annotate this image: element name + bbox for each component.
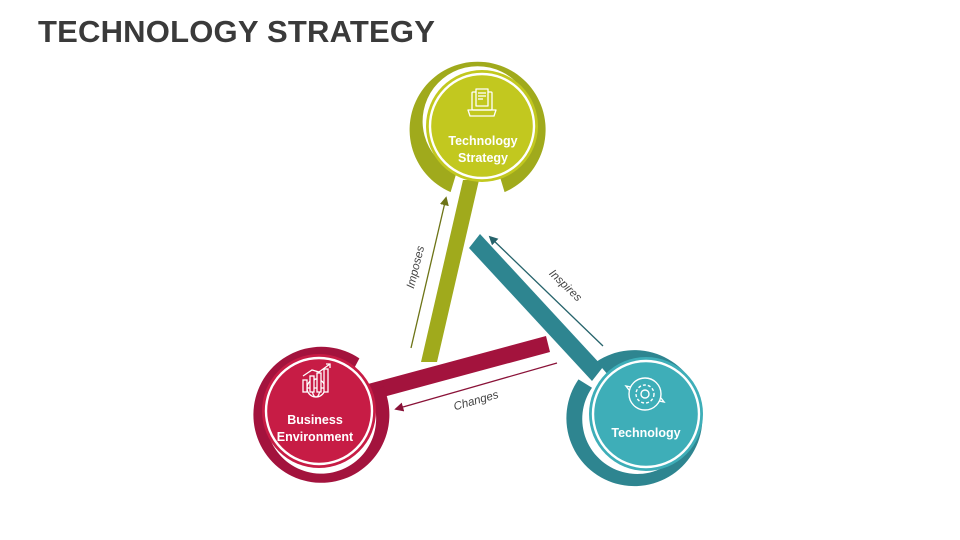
growth-chart-globe-icon bbox=[302, 363, 331, 398]
technology-strategy-circle bbox=[426, 70, 538, 182]
business-environment-circle bbox=[262, 354, 376, 468]
inspires-arrow bbox=[488, 235, 604, 347]
changes-arrow bbox=[394, 362, 558, 412]
node-technology: Technology bbox=[566, 350, 703, 487]
gear-cycle-icon bbox=[624, 377, 666, 411]
teal-connector-bar bbox=[469, 234, 603, 381]
node-technology-strategy: Technology Strategy bbox=[409, 61, 546, 193]
technology-strategy-label-line2: Strategy bbox=[458, 151, 508, 165]
olive-connector-bar bbox=[421, 180, 479, 362]
inspires-label: Inspires bbox=[546, 268, 583, 305]
imposes-label: Imposes bbox=[405, 244, 427, 289]
changes-label: Changes bbox=[452, 389, 500, 413]
node-business-environment: Business Environment bbox=[253, 346, 390, 483]
imposes-arrow bbox=[410, 196, 449, 349]
business-environment-label-line1: Business bbox=[287, 413, 343, 427]
technology-label: Technology bbox=[611, 426, 680, 440]
business-environment-label-line2: Environment bbox=[277, 430, 354, 444]
technology-strategy-label-line1: Technology bbox=[448, 134, 517, 148]
page-title: TECHNOLOGY STRATEGY bbox=[38, 14, 436, 49]
laptop-document-icon bbox=[467, 88, 497, 117]
crimson-connector-bar bbox=[368, 336, 550, 400]
technology-circle bbox=[589, 357, 703, 471]
